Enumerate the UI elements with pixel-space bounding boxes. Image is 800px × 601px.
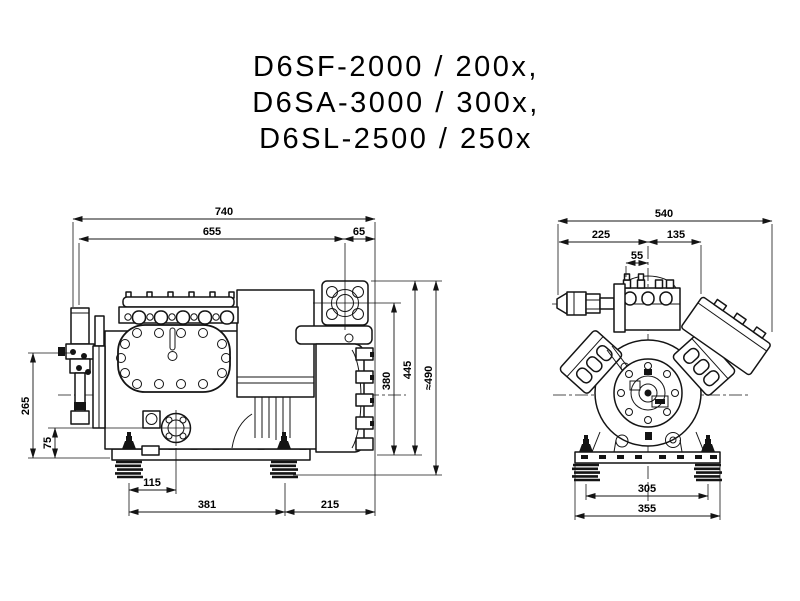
end-dim-center-to-box: 135 [667, 229, 685, 241]
title-line-1: D6SF-2000 / 200x, [253, 51, 539, 83]
spring-foot-right [270, 432, 298, 479]
sight-glass [160, 410, 192, 446]
side-view-body [58, 243, 401, 479]
cylinder-head-top [616, 273, 681, 331]
end-dim-head-stud-offset: 55 [631, 250, 643, 262]
title-line-2: D6SA-3000 / 300x, [252, 87, 540, 119]
sump-fins [231, 397, 291, 449]
side-dim-suction-top-height: 445 [402, 361, 414, 379]
shutoff-valve [556, 283, 626, 333]
end-dim-overall-width: 540 [655, 208, 673, 220]
motor-end-bell [295, 325, 374, 453]
suction-flange [313, 243, 401, 330]
side-dim-overall-length: 740 [215, 206, 233, 218]
end-dim-spring-spacing: 305 [638, 483, 656, 495]
title-line-3: D6SL-2500 / 250x [259, 123, 533, 155]
cylinder-head [118, 291, 239, 325]
side-dim-length-to-flange: 655 [203, 226, 221, 238]
end-dim-center-to-valve: 225 [592, 229, 610, 241]
side-dim-foot-spacing: 381 [198, 499, 216, 511]
end-spring-foot-right [694, 435, 722, 482]
side-cover [116, 324, 231, 393]
side-dim-foot-height: 75 [42, 437, 54, 449]
side-view-dimensions: 740 655 65 265 75 380 445 ≈490 115 381 2… [20, 206, 442, 516]
oil-valve-assembly [58, 307, 106, 429]
side-dim-overall-height: ≈490 [423, 366, 435, 390]
end-view: 540 225 135 55 305 355 [552, 208, 773, 520]
side-dim-suction-center-height: 380 [381, 372, 393, 390]
side-dim-foot-to-sight-glass: 115 [143, 477, 161, 489]
title-block: D6SF-2000 / 200x, D6SA-3000 / 300x, D6SL… [252, 51, 540, 155]
side-dim-oil-valve-height: 265 [20, 397, 32, 415]
end-dim-base-width: 355 [638, 503, 656, 515]
side-dim-foot-to-motor-end: 215 [321, 499, 339, 511]
bearing-flange [613, 358, 683, 428]
end-spring-foot-left [572, 435, 600, 482]
terminal-box [681, 296, 771, 376]
cylinder-head-left [559, 330, 623, 394]
side-view: 740 655 65 265 75 380 445 ≈490 115 381 2… [20, 206, 442, 516]
end-view-dimensions: 540 225 135 55 305 355 [557, 208, 773, 520]
end-view-body [556, 273, 771, 482]
spring-foot-left [115, 432, 143, 479]
side-dim-flange-to-end: 65 [353, 226, 365, 238]
